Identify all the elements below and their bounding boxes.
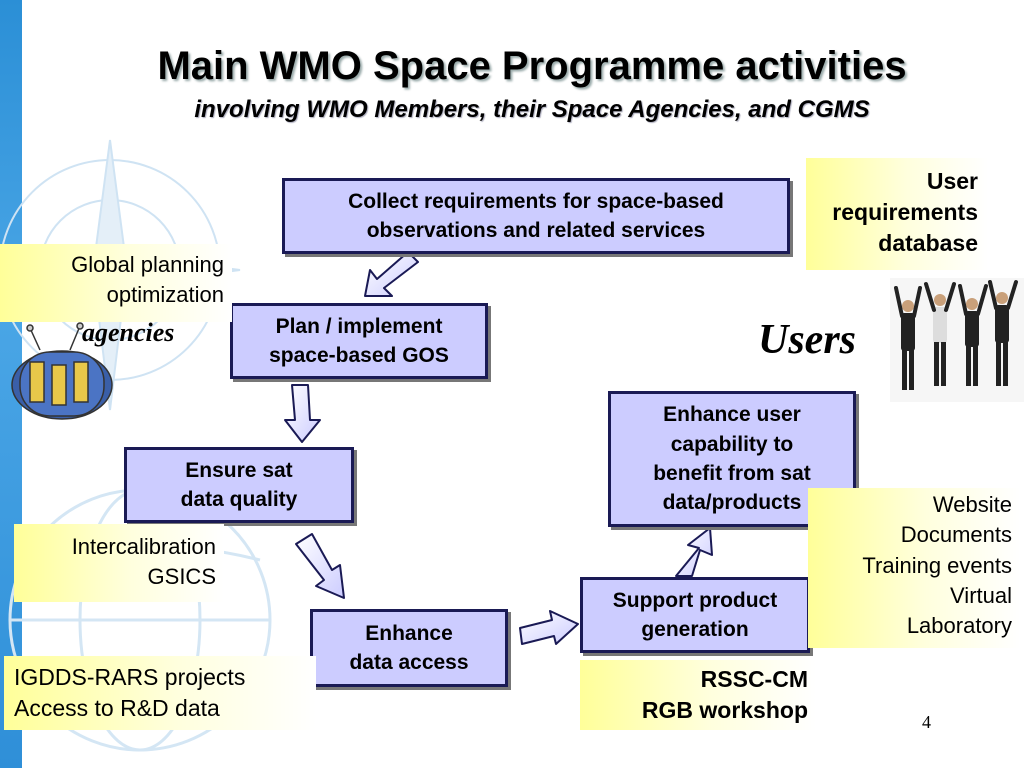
website-resources-note: Website Documents Training events Virtua… (808, 488, 1020, 648)
agencies-label: agencies (82, 318, 175, 347)
user-requirements-database-note: User requirements database (806, 158, 988, 270)
enhance-user-capability-box: Enhance user capability to benefit from … (608, 391, 856, 527)
intercalibration-gsics-note: Intercalibration GSICS (14, 524, 224, 602)
satellite-icon (11, 322, 113, 420)
slide-subtitle: involving WMO Members, their Space Agenc… (194, 96, 870, 123)
users-photo-icon (890, 278, 1024, 402)
page-number: 4 (922, 712, 931, 732)
ensure-data-quality-box: Ensure sat data quality (124, 447, 354, 523)
slide-title: Main WMO Space Programme activities (157, 44, 907, 88)
arrow-collect-to-plan (364, 251, 419, 297)
collect-requirements-box: Collect requirements for space-based obs… (282, 178, 790, 254)
global-planning-note: Global planning optimization (0, 244, 232, 322)
plan-implement-box: Plan / implement space-based GOS (230, 303, 488, 379)
enhance-data-access-box: Enhance data access (310, 609, 508, 687)
users-label: Users (758, 317, 857, 363)
rssc-cm-note: RSSC-CM RGB workshop (580, 660, 816, 730)
arrow-access-to-support (519, 610, 579, 645)
igdds-rars-note: IGDDS-RARS projects Access to R&D data (4, 656, 316, 730)
arrow-support-to-enhance (675, 527, 713, 577)
support-product-generation-box: Support product generation (580, 577, 810, 653)
